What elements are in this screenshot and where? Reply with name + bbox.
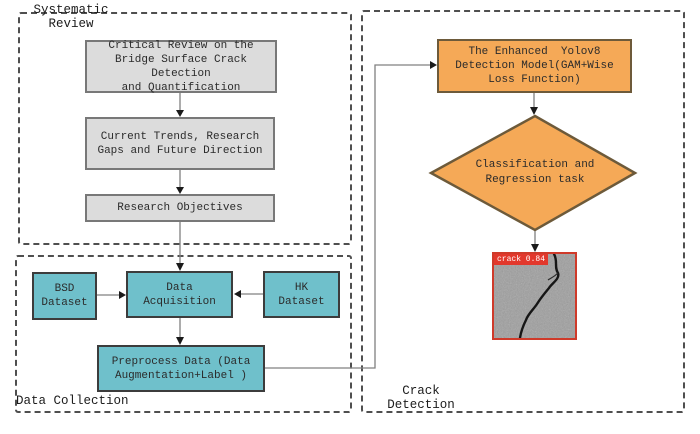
node-data-acquisition: Data Acquisition [126,271,233,318]
node-preprocess-label: Preprocess Data (Data Augmentation+Label… [111,355,251,382]
detection-result-image: crack 0.84 [492,252,577,340]
detection-confidence-label: crack 0.84 [494,254,549,265]
node-current-trends: Current Trends, Research Gaps and Future… [85,117,275,170]
node-preprocess: Preprocess Data (Data Augmentation+Label… [97,345,265,392]
arrow-preprocess-to-model [265,64,430,369]
region-label-systematic-review: Systematic Review [33,3,109,31]
node-current-trends-label: Current Trends, Research Gaps and Future… [97,130,263,157]
arrowheads [119,61,539,345]
node-research-objectives: Research Objectives [85,194,275,222]
node-critical-review: Critical Review on the Bridge Surface Cr… [85,39,277,94]
decision-diamond [428,114,638,232]
region-label-crack-detection: Crack Detection [387,384,455,412]
node-bsd-dataset-label: BSD Dataset [41,283,88,309]
node-research-objectives-label: Research Objectives [117,202,243,214]
crack-line [518,252,560,340]
node-yolov8-model-label: The Enhanced Yolov8 Detection Model(GAM+… [455,46,614,86]
region-data-collection [15,255,352,413]
node-bsd-dataset: BSD Dataset [32,272,97,320]
node-data-acquisition-label: Data Acquisition [143,281,216,308]
concrete-texture [494,252,575,340]
region-systematic-review [18,12,352,245]
node-hk-dataset: HK Dataset [263,271,340,318]
node-hk-dataset-label: HK Dataset [278,281,325,308]
node-yolov8-model: The Enhanced Yolov8 Detection Model(GAM+… [437,39,632,93]
region-crack-detection [361,10,685,413]
node-classification-task-label: Classification and Regression task [475,159,595,186]
node-critical-review-label: Critical Review on the Bridge Surface Cr… [108,39,254,94]
crack-branch [547,272,559,281]
region-label-data-collection: Data Collection [16,394,129,408]
